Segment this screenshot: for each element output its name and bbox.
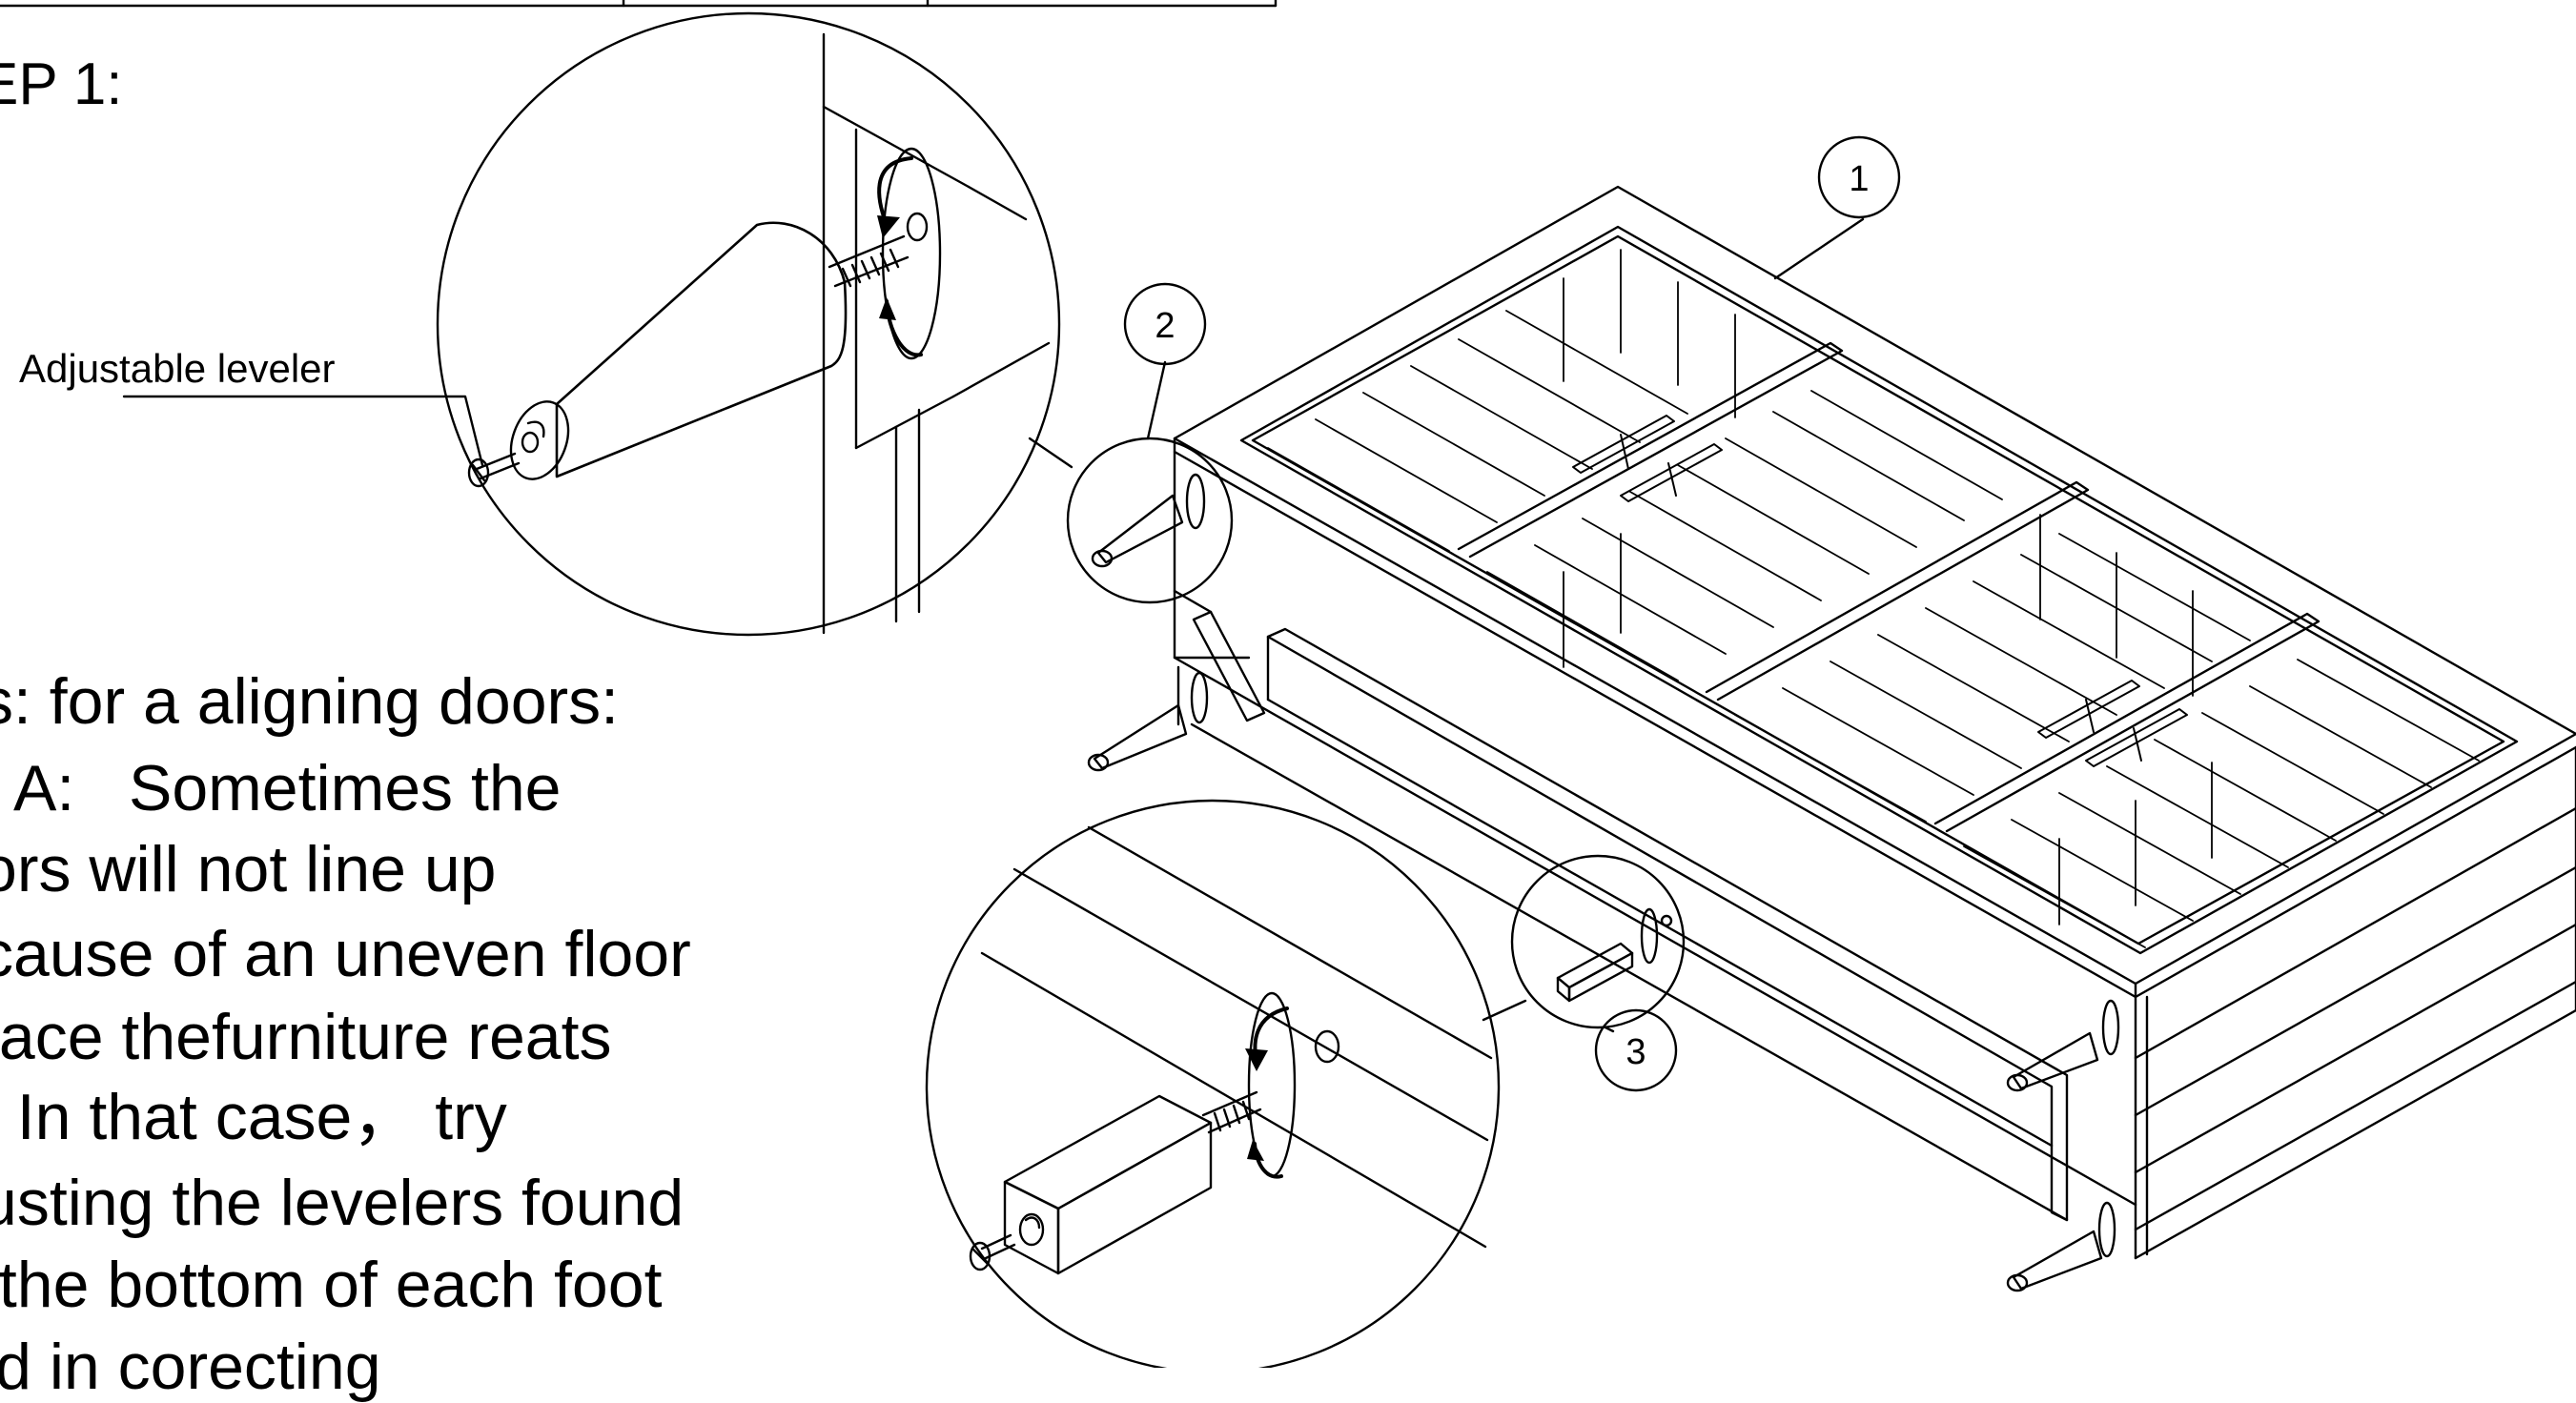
cabinet-drawing: 1 2 3 [0, 0, 2576, 1368]
note-line: id in corecting [0, 1331, 381, 1403]
note-line: usting the levelers found [0, 1167, 685, 1239]
leveler-leader-line [122, 395, 484, 467]
callout-1-number: 1 [1849, 159, 1869, 199]
callout-balloon-2: 2 [1123, 282, 1207, 366]
callout-3-number: 3 [1625, 1032, 1646, 1072]
note-line: cause of an uneven floor [0, 918, 691, 990]
note-line: s: for a aligning doors: [0, 665, 620, 738]
detail-circle-small-3 [1510, 854, 1686, 1033]
callout-balloon-3: 3 [1594, 1008, 1678, 1092]
detail-circle-upper [436, 11, 1073, 637]
cabinet-body [1173, 185, 2576, 1260]
note-line: ors will not line up [0, 833, 497, 905]
parts-table-fragment [0, 0, 1278, 8]
detail-circle-small-2 [1066, 360, 1234, 604]
door-handles [1572, 415, 2188, 767]
cabinet-legs [1087, 473, 2120, 1292]
callout-balloon-1: 1 [1817, 135, 1901, 219]
door-panels [1267, 249, 2480, 948]
note-line: the bottom of each foot [0, 1249, 663, 1321]
callout-2-number: 2 [1155, 306, 1175, 346]
callout-1-leader [1773, 217, 1865, 280]
note-line: A: Sometimes the [0, 752, 562, 824]
note-line: In that case， try [0, 1081, 507, 1153]
step-heading: EP 1: [0, 51, 123, 117]
leveler-label: Adjustable leveler [19, 346, 336, 391]
note-line: face thefurniture reats [0, 1001, 612, 1073]
detail-circle-lower [925, 799, 1527, 1368]
